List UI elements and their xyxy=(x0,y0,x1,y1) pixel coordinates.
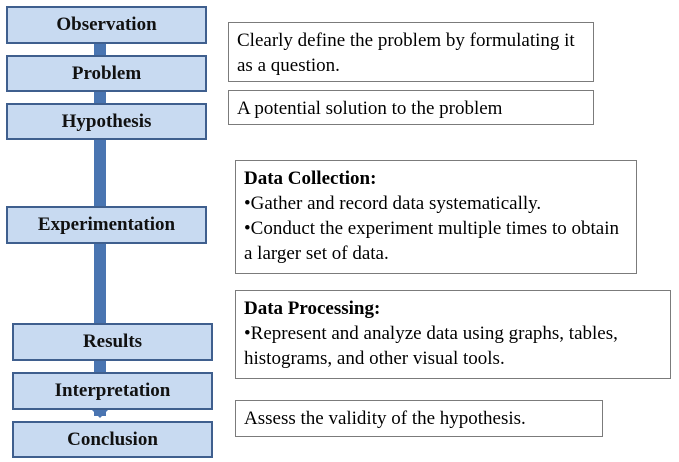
step-experimentation: Experimentation xyxy=(6,206,207,244)
step-observation: Observation xyxy=(6,6,207,44)
step-problem: Problem xyxy=(6,55,207,92)
note-data-processing-item: •Represent and analyze data using graphs… xyxy=(244,323,618,369)
note-conclusion-text: Assess the validity of the hypothesis. xyxy=(244,408,526,429)
step-interpretation: Interpretation xyxy=(12,372,213,410)
note-hypothesis: A potential solution to the problem xyxy=(228,90,594,125)
note-data-collection-heading: Data Collection: xyxy=(244,168,377,189)
note-hypothesis-text: A potential solution to the problem xyxy=(237,98,503,119)
note-data-collection: Data Collection: •Gather and record data… xyxy=(235,160,637,274)
note-problem: Clearly define the problem by formulatin… xyxy=(228,22,594,82)
note-data-processing: Data Processing: •Represent and analyze … xyxy=(235,290,671,379)
step-hypothesis: Hypothesis xyxy=(6,103,207,140)
step-conclusion: Conclusion xyxy=(12,421,213,458)
note-data-processing-heading: Data Processing: xyxy=(244,298,381,319)
note-conclusion: Assess the validity of the hypothesis. xyxy=(235,400,603,437)
note-data-collection-item: •Gather and record data systematically. xyxy=(244,193,542,214)
note-problem-text: Clearly define the problem by formulatin… xyxy=(237,30,575,76)
note-data-collection-item: •Conduct the experiment multiple times t… xyxy=(244,218,619,264)
step-results: Results xyxy=(12,323,213,361)
